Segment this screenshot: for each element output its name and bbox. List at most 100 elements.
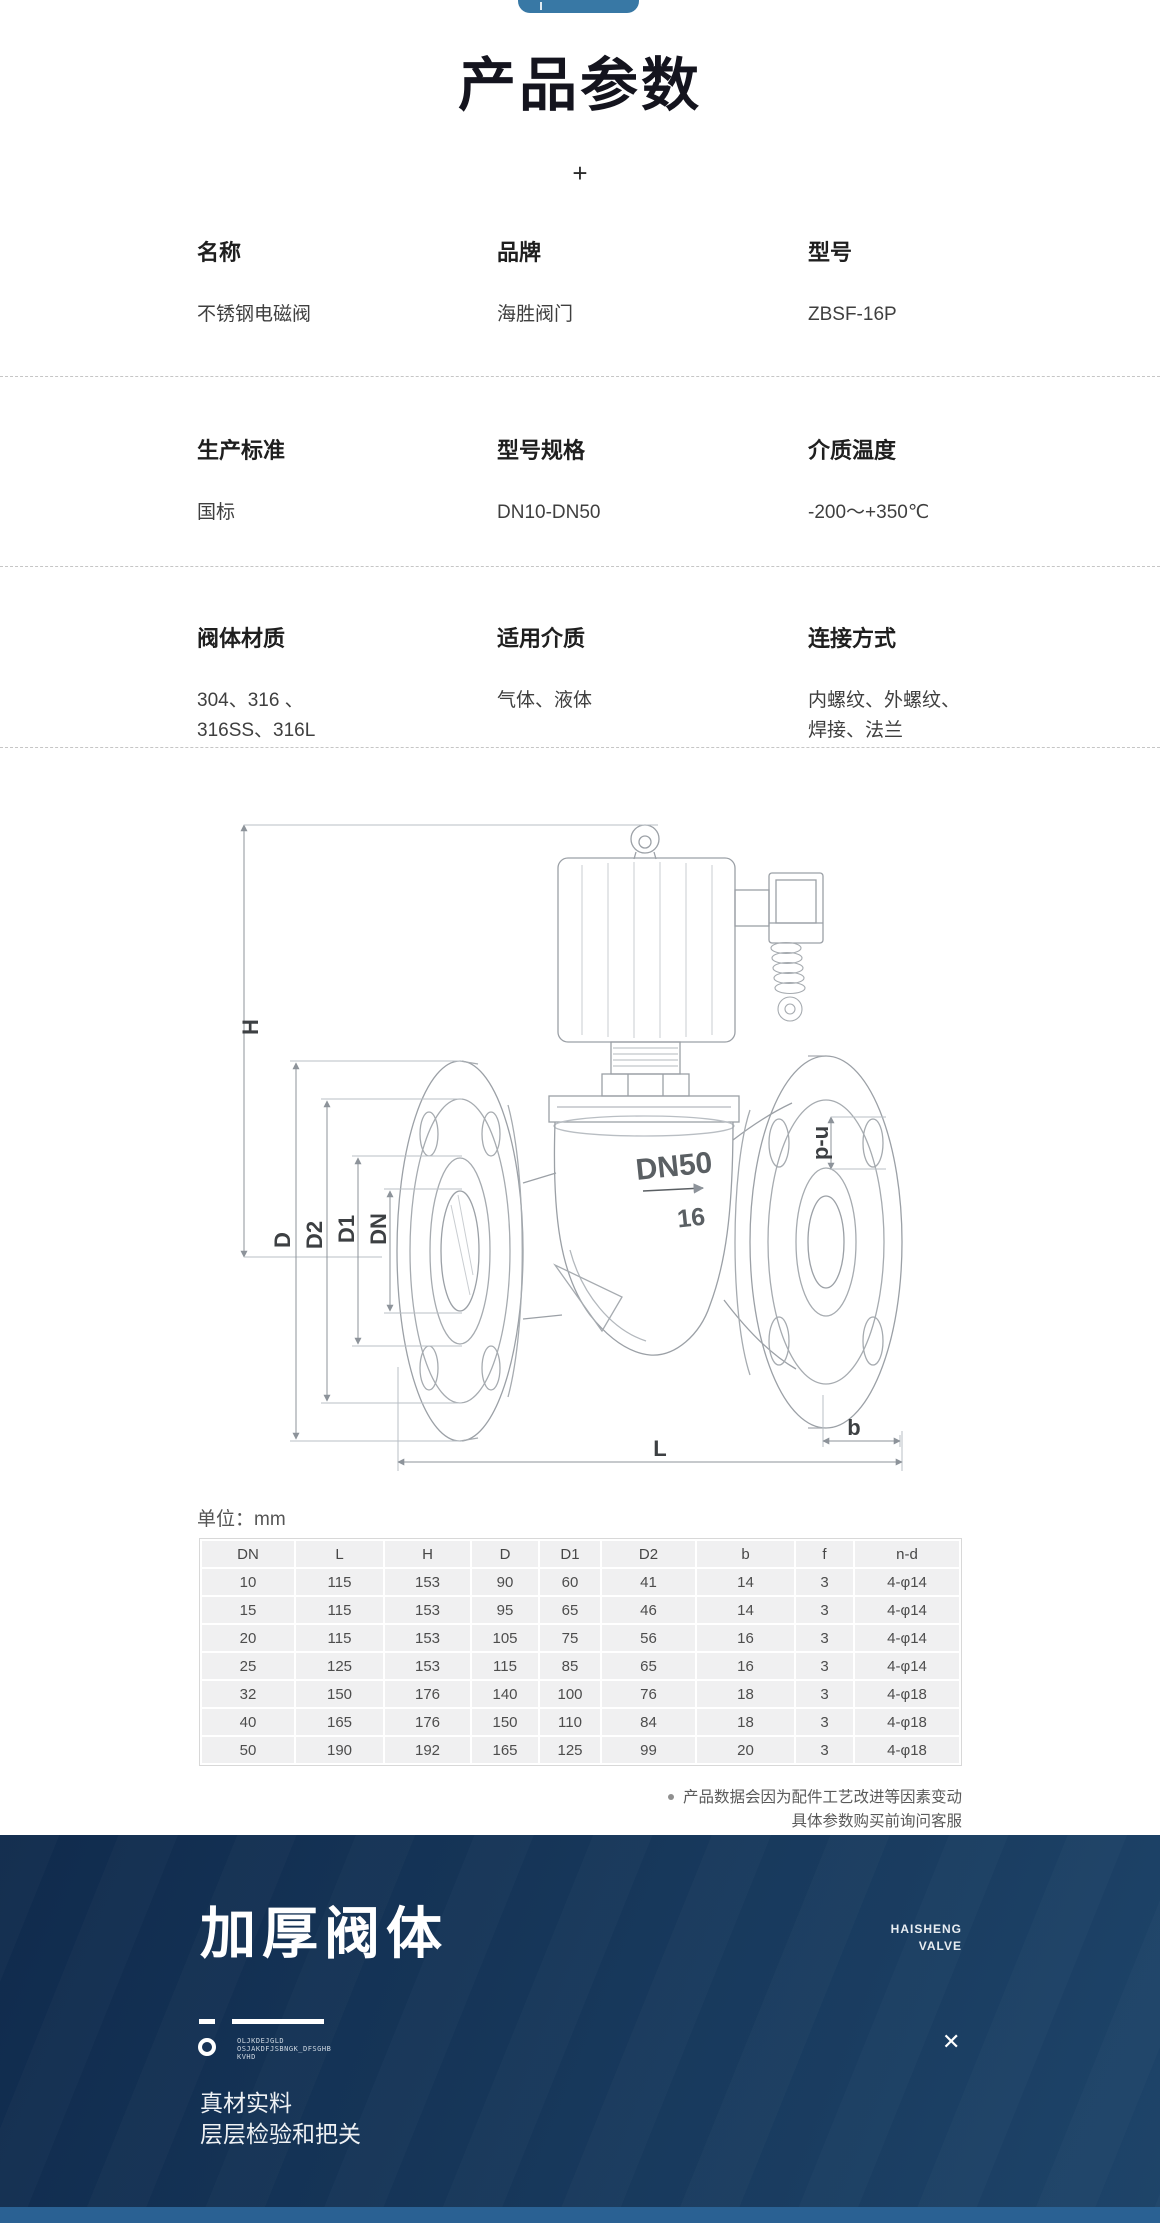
table-cell: 56 <box>602 1625 695 1651</box>
dimension-lines <box>240 824 903 1471</box>
spec-label: 品牌 <box>497 240 542 265</box>
table-cell: 105 <box>472 1625 538 1651</box>
spec-cell: 适用介质 气体、液体 <box>497 626 808 746</box>
table-cell: 4-φ18 <box>855 1737 959 1763</box>
body-mark-size: DN50 <box>634 1146 714 1187</box>
top-tab-badge <box>518 0 639 13</box>
table-cell: 192 <box>385 1737 470 1763</box>
table-cell: 3 <box>796 1597 853 1623</box>
dim-label-d2: D2 <box>302 1221 327 1249</box>
table-cell: 32 <box>202 1681 294 1707</box>
spec-row: 阀体材质 304、316 、 316SS、316L 适用介质 气体、液体 连接方… <box>197 626 1012 746</box>
caption-line: 真材实料 <box>200 2090 292 2116</box>
table-header-cell: H <box>385 1541 470 1567</box>
brand-line: VALVE <box>918 1939 962 1953</box>
dim-label-d1: D1 <box>334 1215 359 1243</box>
dash-decoration <box>232 2019 324 2024</box>
table-cell: 110 <box>540 1709 600 1735</box>
table-cell: 90 <box>472 1569 538 1595</box>
table-cell: 15 <box>202 1597 294 1623</box>
valve-technical-drawing: DN50 16 <box>238 824 903 1471</box>
spec-value: 内螺纹、外螺纹、 焊接、法兰 <box>808 690 961 741</box>
table-header-cell: f <box>796 1541 853 1567</box>
ring-icon <box>198 2038 216 2056</box>
table-cell: 40 <box>202 1709 294 1735</box>
table-cell: 60 <box>540 1569 600 1595</box>
spec-cell: 品牌 海胜阀门 <box>497 240 808 330</box>
dim-label-dn: DN <box>366 1213 391 1245</box>
table-cell: 153 <box>385 1569 470 1595</box>
table-header-cell: D <box>472 1541 538 1567</box>
table-cell: 115 <box>472 1653 538 1679</box>
multiply-icon: ✕ <box>942 2029 961 2054</box>
table-cell: 115 <box>296 1569 383 1595</box>
spec-label: 名称 <box>197 240 242 265</box>
table-cell: 4-φ14 <box>855 1569 959 1595</box>
table-cell: 14 <box>697 1569 794 1595</box>
hero-caption: 真材实料 层层检验和把关 <box>200 2088 361 2150</box>
table-header-cell: b <box>697 1541 794 1567</box>
dashed-separator <box>0 376 1160 377</box>
table-cell: 140 <box>472 1681 538 1707</box>
spec-cell: 型号 ZBSF-16P <box>808 240 1012 330</box>
table-cell: 125 <box>540 1737 600 1763</box>
table-cell: 76 <box>602 1681 695 1707</box>
table-cell: 14 <box>697 1597 794 1623</box>
table-cell: 25 <box>202 1653 294 1679</box>
table-cell: 3 <box>796 1709 853 1735</box>
spec-cell: 连接方式 内螺纹、外螺纹、 焊接、法兰 <box>808 626 1012 746</box>
table-cell: 165 <box>296 1709 383 1735</box>
plus-icon: + <box>572 158 588 188</box>
table-cell: 176 <box>385 1709 470 1735</box>
spec-label: 适用介质 <box>497 626 586 651</box>
spec-cell: 型号规格 DN10-DN50 <box>497 438 808 528</box>
dash-decoration <box>199 2019 215 2024</box>
spec-value: 不锈钢电磁阀 <box>197 304 312 325</box>
table-cell: 16 <box>697 1653 794 1679</box>
table-cell: 3 <box>796 1569 853 1595</box>
spec-cell: 生产标准 国标 <box>197 438 497 528</box>
table-header-cell: DN <box>202 1541 294 1567</box>
table-cell: 18 <box>697 1709 794 1735</box>
spec-value: ZBSF-16P <box>808 304 897 325</box>
note-line: 具体参数购买前询问客服 <box>791 1813 962 1830</box>
table-cell: 3 <box>796 1653 853 1679</box>
table-cell: 46 <box>602 1597 695 1623</box>
fine-print-text: OLJKDEJGLD OSJAKDFJSBNGK_DFSGHB KVHD <box>237 2037 332 2061</box>
table-cell: 20 <box>697 1737 794 1763</box>
spec-label: 连接方式 <box>808 626 897 651</box>
table-cell: 65 <box>602 1653 695 1679</box>
spec-row: 生产标准 国标 型号规格 DN10-DN50 介质温度 -200～+350℃ <box>197 438 1012 528</box>
table-cell: 3 <box>796 1681 853 1707</box>
table-cell: 153 <box>385 1653 470 1679</box>
table-header-cell: L <box>296 1541 383 1567</box>
table-cell: 190 <box>296 1737 383 1763</box>
table-cell: 65 <box>540 1597 600 1623</box>
table-cell: 150 <box>296 1681 383 1707</box>
table-cell: 100 <box>540 1681 600 1707</box>
dim-label-b: b <box>847 1415 860 1440</box>
table-cell: 50 <box>202 1737 294 1763</box>
body-mark-pressure: 16 <box>676 1203 707 1234</box>
table-cell: 3 <box>796 1737 853 1763</box>
note-text: 产品数据会因为配件工艺改进等因素变动 <box>682 1789 962 1806</box>
brand-logo-text: HAISHENG VALVE <box>891 1921 962 1955</box>
dashed-separator <box>0 747 1160 748</box>
page-title: 产品参数 <box>457 53 702 118</box>
table-cell: 153 <box>385 1597 470 1623</box>
table-cell: 4-φ18 <box>855 1681 959 1707</box>
table-cell: 165 <box>472 1737 538 1763</box>
table-cell: 75 <box>540 1625 600 1651</box>
spec-label: 介质温度 <box>808 438 897 463</box>
hero-title: 加厚阀体 <box>200 1902 448 1965</box>
badge-mark <box>540 2 542 10</box>
